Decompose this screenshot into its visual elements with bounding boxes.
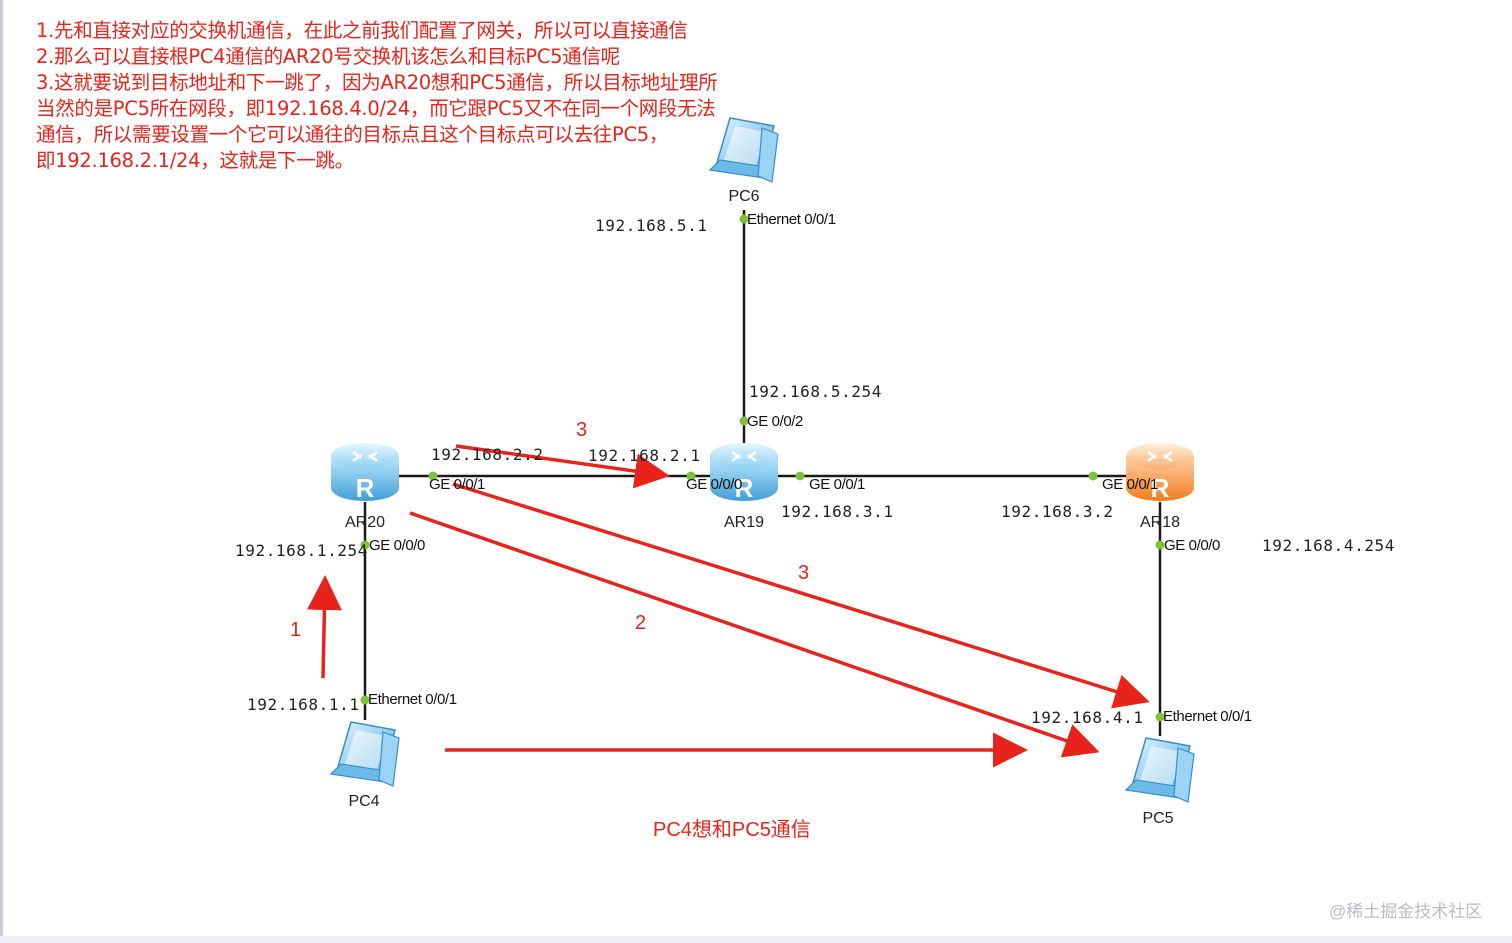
bottom-scrollbar-track [0,936,1512,943]
step-label-3-top: 3 [576,419,588,441]
port-label-ar20-ge001: GE 0/0/1 [429,476,486,493]
port-label-ar19-ge000: GE 0/0/0 [686,476,743,493]
device-label-pc6: PC6 [728,188,760,205]
arrow-step-1 [306,575,342,679]
ip-label-ar18-bottom: 192.168.4.254 [1262,536,1396,555]
note-line-4: 当然的是PC5所在网段，即192.168.4.0/24，而它跟PC5又不在同一个… [36,97,716,120]
ip-label-ar20-bottom: 192.168.1.254 [235,541,369,560]
port-dot-pc4-eth [360,695,370,705]
arrow-step-3-diag [452,482,1150,709]
arrow-step-3-top [455,444,670,489]
port-label-ar18-ge000: GE 0/0/0 [1164,537,1221,554]
port-dots [360,214,1165,722]
ip-label-pc6: 192.168.5.1 [595,216,708,235]
note-line-6: 即192.168.2.1/24，这就是下一跳。 [36,149,354,172]
port-dot-ar19-ge002 [739,416,749,426]
port-dot-ar19-ge001 [795,471,805,481]
port-dot-ar20-ge001 [428,471,438,481]
svg-text:R: R [1151,473,1170,503]
device-label-ar18: AR18 [1139,514,1181,531]
device-label-pc4: PC4 [348,793,380,810]
port-label-ar18-ge001: GE 0/0/1 [1102,476,1159,493]
svg-text:R: R [356,473,375,503]
step-label-2: 2 [635,612,647,634]
port-dot-ar19-ge000 [686,471,696,481]
ip-label-ar20-right: 192.168.2.2 [431,445,544,464]
port-label-pc6-eth: Ethernet 0/0/1 [747,211,836,228]
port-dot-ar20-ge000 [360,540,370,550]
svg-text:R: R [735,473,754,503]
arrow-step-2-diag [409,511,1100,758]
ip-label-ar19-top: 192.168.5.254 [749,382,883,401]
note-line-3: 3.这就要说到目标地址和下一跳了，因为AR20想和PC5通信，所以目标地址理所 [36,71,718,94]
pc5-icon [1124,737,1195,803]
router-ar19-icon: R [710,443,778,503]
note-line-5: 通信，所以需要设置一个它可以通往的目标点且这个目标点可以去往PC5， [36,123,669,146]
port-label-pc5-eth: Ethernet 0/0/1 [1163,708,1252,725]
pc6-icon [708,117,779,183]
annotation-arrows [306,444,1150,768]
port-label-ar19-ge002: GE 0/0/2 [747,413,804,430]
port-label-ar20-ge000: GE 0/0/0 [369,537,426,554]
device-label-ar20: AR20 [344,514,386,531]
watermark: @稀土掘金技术社区 [1329,902,1483,921]
ip-label-ar19-left: 192.168.2.1 [588,446,701,465]
ip-label-ar19-right: 192.168.3.1 [781,502,894,521]
port-dot-ar18-ge000 [1155,540,1165,550]
pc4-icon [329,721,400,787]
note-line-1: 1.先和直接对应的交换机通信，在此之前我们配置了网关，所以可以直接通信 [36,19,688,42]
diagram-caption: PC4想和PC5通信 [653,819,811,841]
router-ar18-icon: R [1126,443,1194,503]
port-label-pc4-eth: Ethernet 0/0/1 [368,691,457,708]
step-label-3-diag: 3 [798,562,810,584]
ip-label-pc5: 192.168.4.1 [1031,708,1144,727]
router-ar20-icon: R [331,443,399,503]
step-label-1: 1 [290,619,302,641]
port-dot-ar18-ge001 [1088,471,1098,481]
port-dot-pc5-eth [1155,712,1165,722]
ip-label-pc4: 192.168.1.1 [247,695,360,714]
topology-svg: R R R [306,117,1195,803]
ip-label-ar18-left: 192.168.3.2 [1001,502,1114,521]
device-label-ar19: AR19 [723,514,765,531]
port-label-ar19-ge001: GE 0/0/1 [809,476,866,493]
note-line-2: 2.那么可以直接根PC4通信的AR20号交换机该怎么和目标PC5通信呢 [36,45,620,68]
device-label-pc5: PC5 [1142,810,1174,827]
port-dot-pc6-eth [739,214,749,224]
